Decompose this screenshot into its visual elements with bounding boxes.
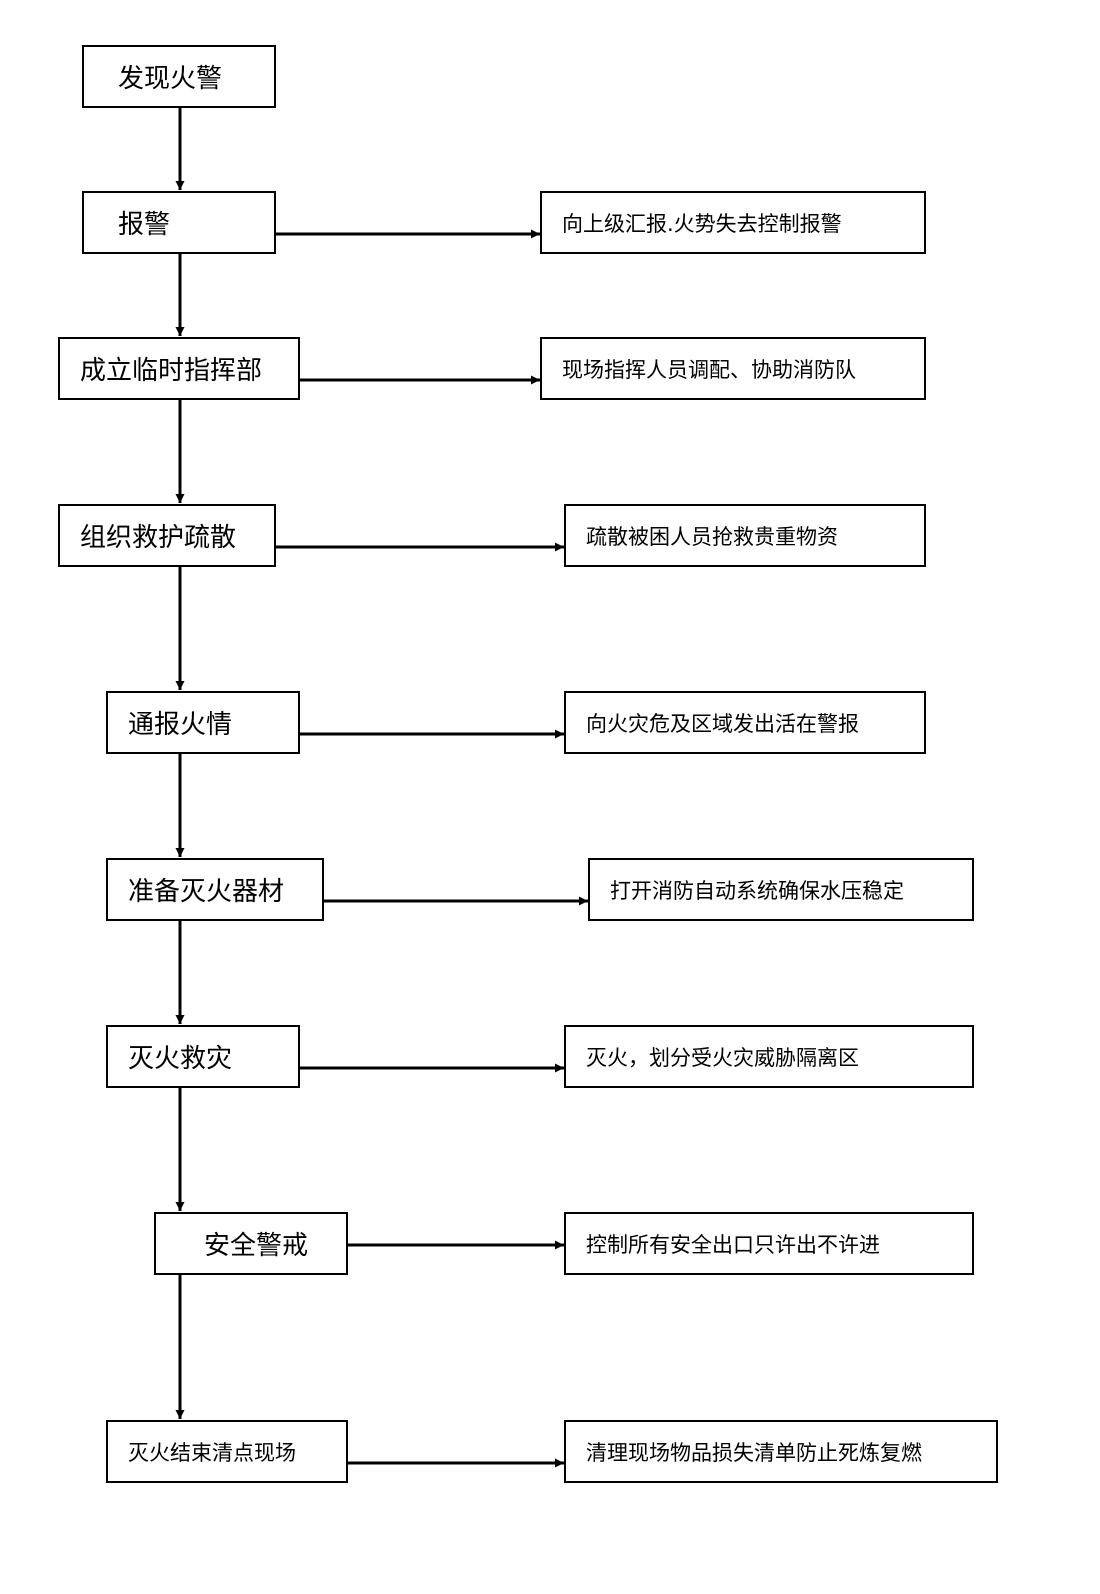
action-evacuate-trapped: 疏散被困人员抢救贵重物资 bbox=[564, 504, 926, 567]
action-dispatch-personnel: 现场指挥人员调配、协助消防队 bbox=[540, 337, 926, 400]
step-label: 成立临时指挥部 bbox=[80, 356, 263, 386]
action-control-exits: 控制所有安全出口只许出不许进 bbox=[564, 1212, 974, 1275]
action-label: 向火灾危及区域发出活在警报 bbox=[586, 711, 859, 736]
action-label: 向上级汇报.火势失去控制报警 bbox=[562, 211, 842, 236]
step-label: 安全警戒 bbox=[204, 1231, 309, 1261]
step-report-fire: 通报火情 bbox=[106, 691, 300, 754]
step-label: 灭火结束清点现场 bbox=[128, 1440, 296, 1465]
step-prepare-equipment: 准备灭火器材 bbox=[106, 858, 324, 921]
step-discover-fire: 发现火警 bbox=[82, 45, 276, 108]
action-isolation-zone: 灭火，划分受火灾威胁隔离区 bbox=[564, 1025, 974, 1088]
step-label: 准备灭火器材 bbox=[128, 877, 285, 907]
step-label: 报警 bbox=[118, 210, 171, 240]
step-security-cordon: 安全警戒 bbox=[154, 1212, 348, 1275]
step-firefighting: 灭火救灾 bbox=[106, 1025, 300, 1088]
step-label: 发现火警 bbox=[118, 64, 223, 94]
step-rescue-evacuation: 组织救护疏散 bbox=[58, 504, 276, 567]
step-label: 组织救护疏散 bbox=[80, 523, 237, 553]
action-loss-inventory: 清理现场物品损失清单防止死炼复燃 bbox=[564, 1420, 998, 1483]
action-open-fire-system: 打开消防自动系统确保水压稳定 bbox=[588, 858, 974, 921]
action-report-superior: 向上级汇报.火势失去控制报警 bbox=[540, 191, 926, 254]
action-label: 灭火，划分受火灾威胁隔离区 bbox=[586, 1045, 859, 1070]
step-alarm: 报警 bbox=[82, 191, 276, 254]
action-label: 打开消防自动系统确保水压稳定 bbox=[610, 878, 904, 903]
action-label: 清理现场物品损失清单防止死炼复燃 bbox=[586, 1440, 922, 1465]
action-label: 现场指挥人员调配、协助消防队 bbox=[562, 357, 856, 382]
action-label: 疏散被困人员抢救贵重物资 bbox=[586, 524, 838, 549]
step-label: 通报火情 bbox=[128, 710, 233, 740]
step-command-post: 成立临时指挥部 bbox=[58, 337, 300, 400]
action-issue-warning: 向火灾危及区域发出活在警报 bbox=[564, 691, 926, 754]
step-cleanup: 灭火结束清点现场 bbox=[106, 1420, 348, 1483]
action-label: 控制所有安全出口只许出不许进 bbox=[586, 1232, 880, 1257]
step-label: 灭火救灾 bbox=[128, 1044, 233, 1074]
